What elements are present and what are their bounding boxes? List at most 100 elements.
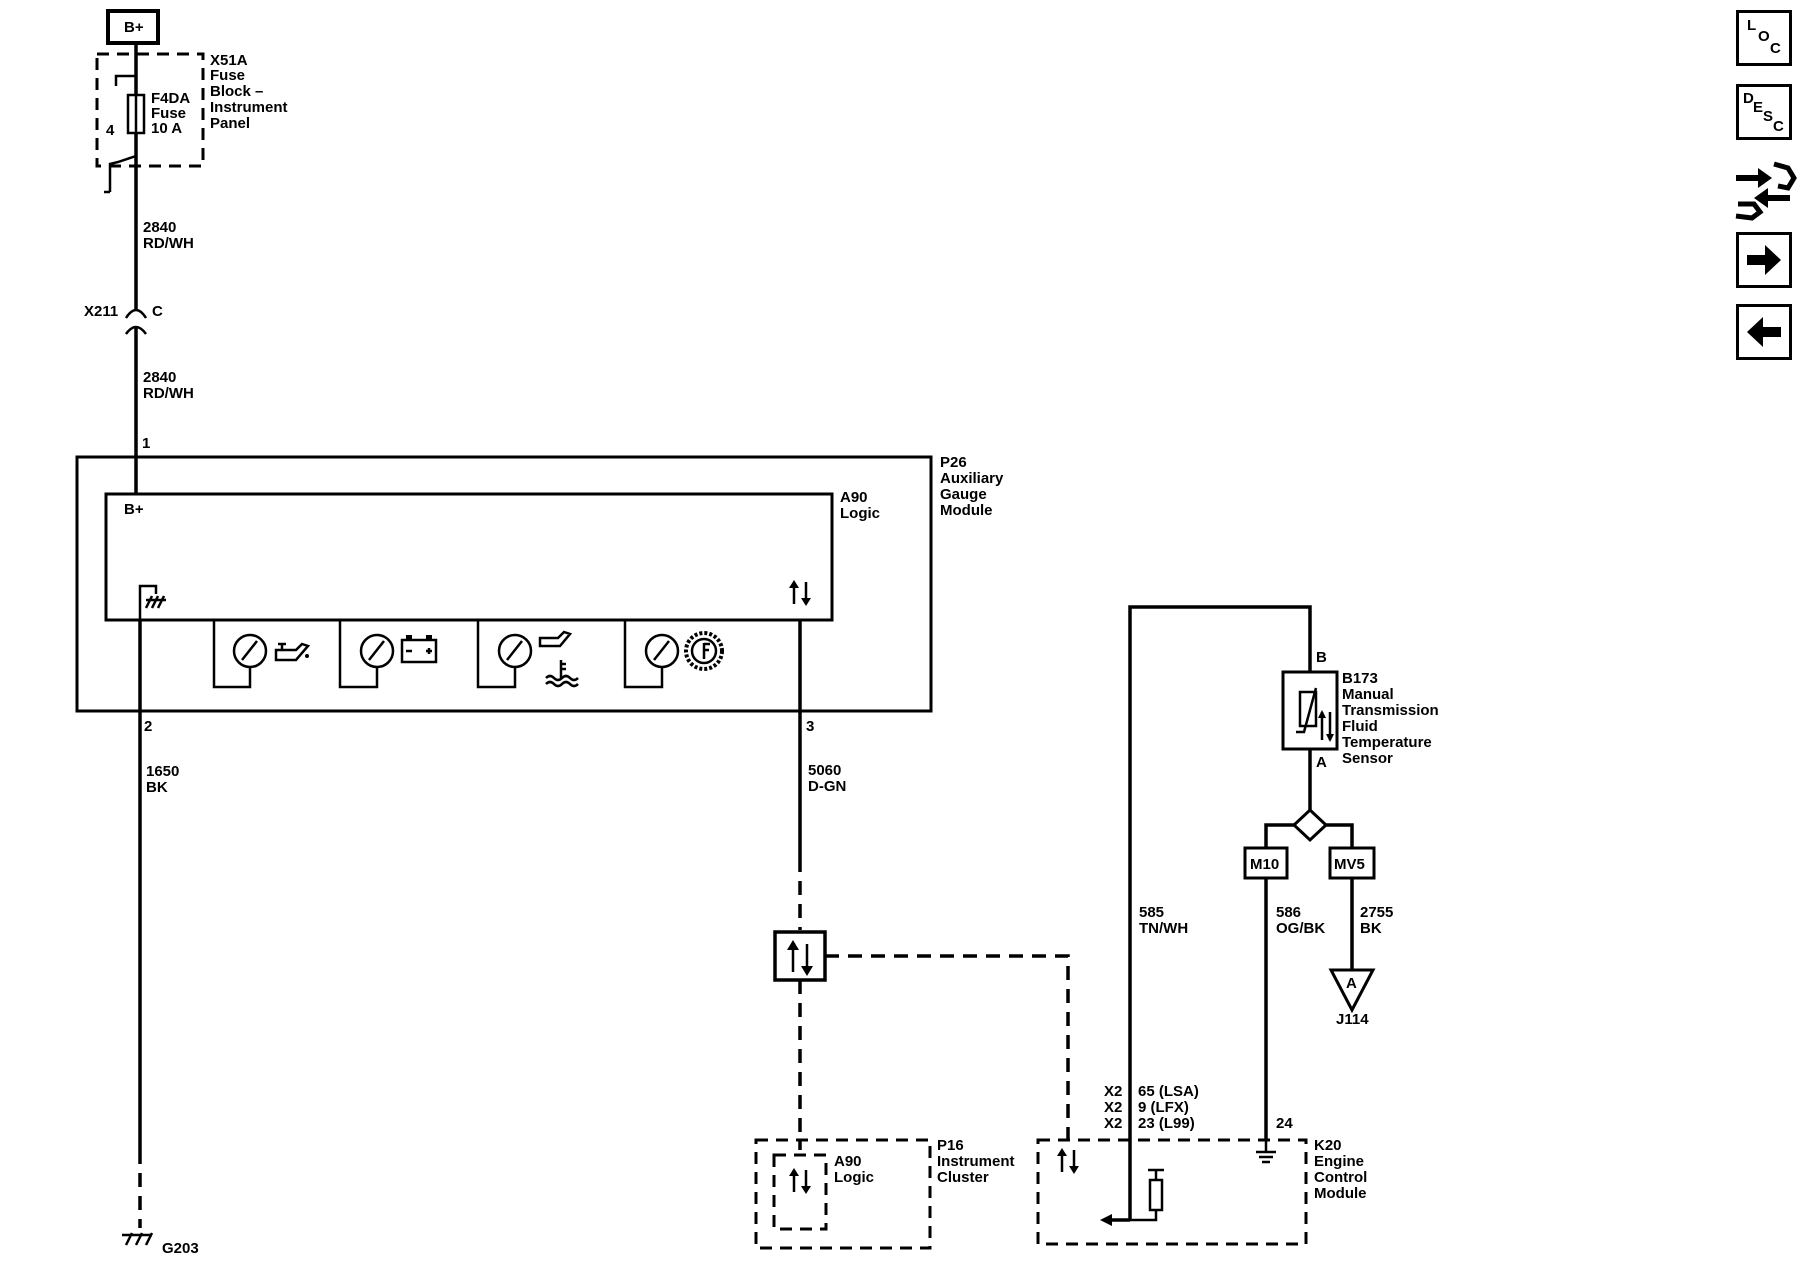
description-view-button[interactable]: D E S C xyxy=(1736,84,1792,140)
trans-fluid-temp-sensor-b173: B A B173 Manual Transmission Fluid Tempe… xyxy=(1128,605,1439,1220)
wire-2840-lower-circuit: 2840 xyxy=(143,369,176,386)
fuse-rating: 10 A xyxy=(151,120,182,137)
desc-letter-d: D xyxy=(1743,90,1754,107)
splice-id: J114 xyxy=(1336,1011,1369,1028)
pullup-resistor-icon xyxy=(1100,1168,1164,1226)
desc-letter-s: S xyxy=(1763,108,1773,125)
wire-5060-color: D-GN xyxy=(808,778,846,795)
wire-1650-ground: 1650 BK xyxy=(138,620,179,1228)
serial-data-arrows-icon xyxy=(789,580,811,606)
fuse-block-name-4: Panel xyxy=(210,115,250,132)
fuse-label: Fuse xyxy=(151,105,186,122)
p26-logic-id: A90 xyxy=(840,489,868,506)
fuse-block-x51a: 4 F4DA Fuse 10 A X51A Fuse Block – Instr… xyxy=(95,52,288,220)
auxiliary-gauge-module-p26: 1 P26 Auxiliary Gauge Module B+ A90 Logi… xyxy=(75,435,1004,735)
k20-signal-ground-icon xyxy=(1256,1140,1276,1164)
b173-name-1: Manual xyxy=(1342,686,1394,703)
k20-id: K20 xyxy=(1314,1137,1342,1154)
wire-585-circuit: 585 xyxy=(1139,904,1164,921)
b173-name-2: Transmission xyxy=(1342,702,1439,719)
wire-1650-color: BK xyxy=(146,779,168,796)
connector-x211-cavity: C xyxy=(152,303,163,320)
engine-control-module-k20: X2 65 (LSA) X2 9 (LFX) X2 23 (L99) 24 K2… xyxy=(1036,1083,1367,1246)
fuse-block-name-2: Block – xyxy=(210,83,263,100)
fuse-id: F4DA xyxy=(151,90,190,107)
fuse-pin-number: 4 xyxy=(106,122,115,139)
oil-temp-icon xyxy=(538,630,579,688)
option-branch: M10 MV5 xyxy=(1243,749,1376,880)
k20-conn-1: X2 xyxy=(1104,1083,1122,1100)
loc-letter-c: C xyxy=(1770,40,1781,57)
battery-icon xyxy=(400,635,438,664)
p16-logic-id: A90 xyxy=(834,1153,862,1170)
k20-conn-3: X2 xyxy=(1104,1115,1122,1132)
p26-pin-power: 1 xyxy=(142,435,150,452)
p16-name-2: Cluster xyxy=(937,1169,989,1186)
p16-name-1: Instrument xyxy=(937,1153,1015,1170)
b173-name-5: Sensor xyxy=(1342,750,1393,767)
oil-pressure-gauge xyxy=(212,620,311,689)
ground-g203-id: G203 xyxy=(162,1240,199,1257)
k20-name-3: Module xyxy=(1314,1185,1367,1202)
fuse-block-name-3: Instrument xyxy=(210,99,288,116)
battery-voltage-gauge xyxy=(338,620,438,689)
b173-name-3: Fluid xyxy=(1342,718,1378,735)
k20-pin-1: 65 (LSA) xyxy=(1138,1083,1199,1100)
k20-pin-3: 23 (L99) xyxy=(1138,1115,1195,1132)
k20-conn-2: X2 xyxy=(1104,1099,1122,1116)
ground-g203: G203 xyxy=(122,1232,199,1257)
wire-5060-serial-data: 5060 D-GN xyxy=(798,620,846,930)
serial-data-splice-box xyxy=(773,930,827,982)
b173-pin-b: B xyxy=(1316,649,1327,666)
wire-2840-lower: 2840 RD/WH xyxy=(134,345,194,494)
wire-2755: 2755 BK xyxy=(1350,878,1393,970)
repair-tools-button[interactable] xyxy=(1730,158,1798,222)
p26-id: P26 xyxy=(940,454,967,471)
chassis-ground-icon xyxy=(138,584,166,620)
option-m10-box: M10 xyxy=(1243,846,1289,880)
wire-586: 586 OG/BK xyxy=(1264,878,1325,1140)
previous-page-button[interactable] xyxy=(1736,304,1792,360)
splice-letter: A xyxy=(1346,975,1357,992)
option-m10-label: M10 xyxy=(1250,856,1279,873)
b173-pin-a: A xyxy=(1316,754,1327,771)
battery-power-label: B+ xyxy=(124,19,144,36)
fuse-block-id: X51A xyxy=(210,52,248,69)
p26-name-3: Module xyxy=(940,502,993,519)
p26-logic-label: Logic xyxy=(840,505,880,522)
p26-name-2: Gauge xyxy=(940,486,987,503)
wire-2840-upper: 2840 RD/WH xyxy=(134,219,194,300)
transmission-gear-icon xyxy=(684,631,724,671)
next-page-button[interactable] xyxy=(1736,232,1792,288)
p26-pin-data: 3 xyxy=(806,718,814,735)
k20-pin-586: 24 xyxy=(1276,1115,1293,1132)
desc-letter-e: E xyxy=(1753,99,1763,116)
p16-id: P16 xyxy=(937,1137,964,1154)
k20-name-2: Control xyxy=(1314,1169,1367,1186)
inline-connector-x211: X211 C xyxy=(84,300,163,345)
wire-2755-color: BK xyxy=(1360,920,1382,937)
option-mv5-box: MV5 xyxy=(1328,846,1376,880)
instrument-cluster-p16: A90 Logic P16 Instrument Cluster xyxy=(754,1137,1015,1250)
wire-2840-lower-color: RD/WH xyxy=(143,385,194,402)
p26-pin-ground: 2 xyxy=(144,718,152,735)
b173-id: B173 xyxy=(1342,670,1378,687)
wire-1650-circuit: 1650 xyxy=(146,763,179,780)
battery-power-source: B+ xyxy=(106,9,160,45)
wire-586-circuit: 586 xyxy=(1276,904,1301,921)
oil-temperature-gauge xyxy=(476,620,579,689)
p26-name-1: Auxiliary xyxy=(940,470,1004,487)
desc-letter-c: C xyxy=(1773,118,1784,135)
loc-letter-l: L xyxy=(1747,17,1756,34)
p16-serial-data-arrows-icon xyxy=(789,1168,811,1194)
loc-letter-o: O xyxy=(1758,28,1770,45)
p16-logic-label: Logic xyxy=(834,1169,874,1186)
p26-logic-bplus: B+ xyxy=(124,501,144,518)
thermistor-icon xyxy=(1296,687,1334,742)
location-view-button[interactable]: L O C xyxy=(1736,10,1792,66)
wire-2755-circuit: 2755 xyxy=(1360,904,1393,921)
transmission-temperature-gauge xyxy=(623,620,724,689)
wire-2840-upper-color: RD/WH xyxy=(143,235,194,252)
k20-name-1: Engine xyxy=(1314,1153,1364,1170)
